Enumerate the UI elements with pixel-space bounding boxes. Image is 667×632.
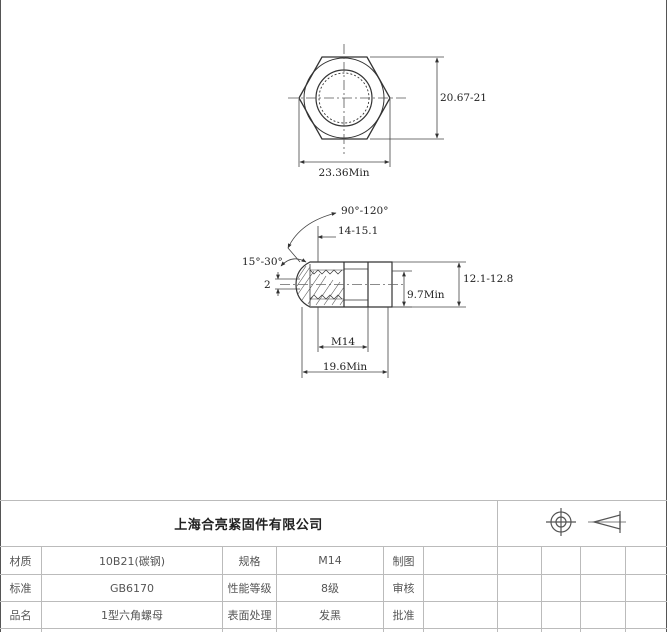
value-standard: GB6170 bbox=[109, 581, 155, 595]
label-standard: 标准 bbox=[9, 582, 32, 595]
cone-angle-label: 90°-120° bbox=[341, 205, 388, 217]
frame-left-border bbox=[0, 0, 1, 632]
chamfer-angle-label: 15°-30° bbox=[242, 256, 283, 268]
label-checked-by: 审核 bbox=[392, 582, 415, 595]
truncated-cone-icon bbox=[588, 511, 626, 533]
value-material: 10B21(碳钢) bbox=[98, 554, 166, 568]
top-view-dimension-lines bbox=[298, 56, 444, 167]
label-spec: 规格 bbox=[238, 554, 261, 568]
title-block: 上海合亮紧固件有限公司 材质 10B21(碳钢) 规格 M14 制图 标准 GB… bbox=[0, 500, 667, 632]
thread-size-label: M14 bbox=[331, 336, 355, 348]
top-view-centerlines bbox=[288, 44, 408, 154]
bearing-height-label: 9.7Min bbox=[407, 289, 445, 301]
height-range-label: 14-15.1 bbox=[338, 225, 378, 237]
label-surface-treatment: 表面处理 bbox=[227, 609, 272, 622]
label-material: 材质 bbox=[9, 554, 32, 568]
across-corners-label: 20.67-21 bbox=[440, 92, 487, 104]
title-block-grid bbox=[0, 500, 667, 632]
across-flats-label: 23.36Min bbox=[319, 167, 370, 179]
pitch-label: 2 bbox=[264, 279, 271, 291]
label-drawn-by: 制图 bbox=[392, 554, 415, 568]
value-surface-treatment: 发黑 bbox=[319, 609, 341, 622]
value-spec: M14 bbox=[318, 554, 342, 567]
side-view-dimension-lines bbox=[275, 212, 466, 378]
label-product-name: 品名 bbox=[9, 609, 32, 622]
bearing-diameter-label: 19.6Min bbox=[323, 361, 367, 373]
overall-height-label: 12.1-12.8 bbox=[463, 273, 513, 285]
label-grade: 性能等级 bbox=[227, 582, 272, 595]
projection-symbol bbox=[546, 508, 626, 536]
crosshair-circle-icon bbox=[546, 508, 576, 536]
label-approved-by: 批准 bbox=[392, 609, 415, 622]
value-product-name: 1型六角螺母 bbox=[101, 609, 163, 622]
company-name: 上海合亮紧固件有限公司 bbox=[174, 517, 323, 533]
technical-drawing: 20.67-21 23.36Min bbox=[242, 44, 513, 378]
value-grade: 8级 bbox=[321, 582, 339, 595]
